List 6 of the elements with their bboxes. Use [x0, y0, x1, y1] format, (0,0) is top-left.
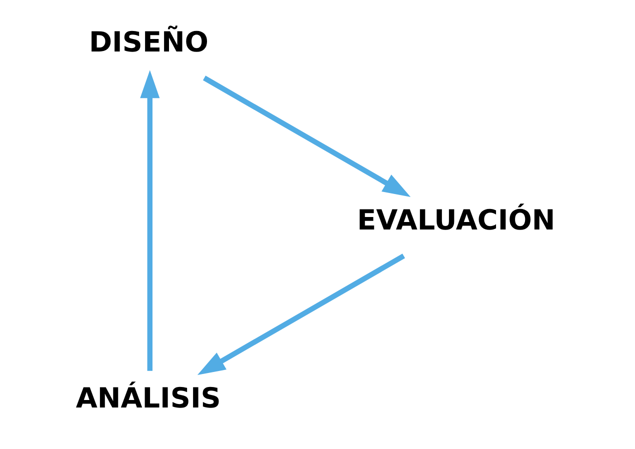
arrow — [140, 70, 160, 371]
node-text: ANÁLISIS — [76, 381, 221, 414]
arrow — [202, 76, 411, 198]
node-text: EVALUACIÓN — [357, 203, 556, 236]
arrow — [197, 254, 406, 376]
node-text: DISEÑO — [88, 25, 208, 58]
